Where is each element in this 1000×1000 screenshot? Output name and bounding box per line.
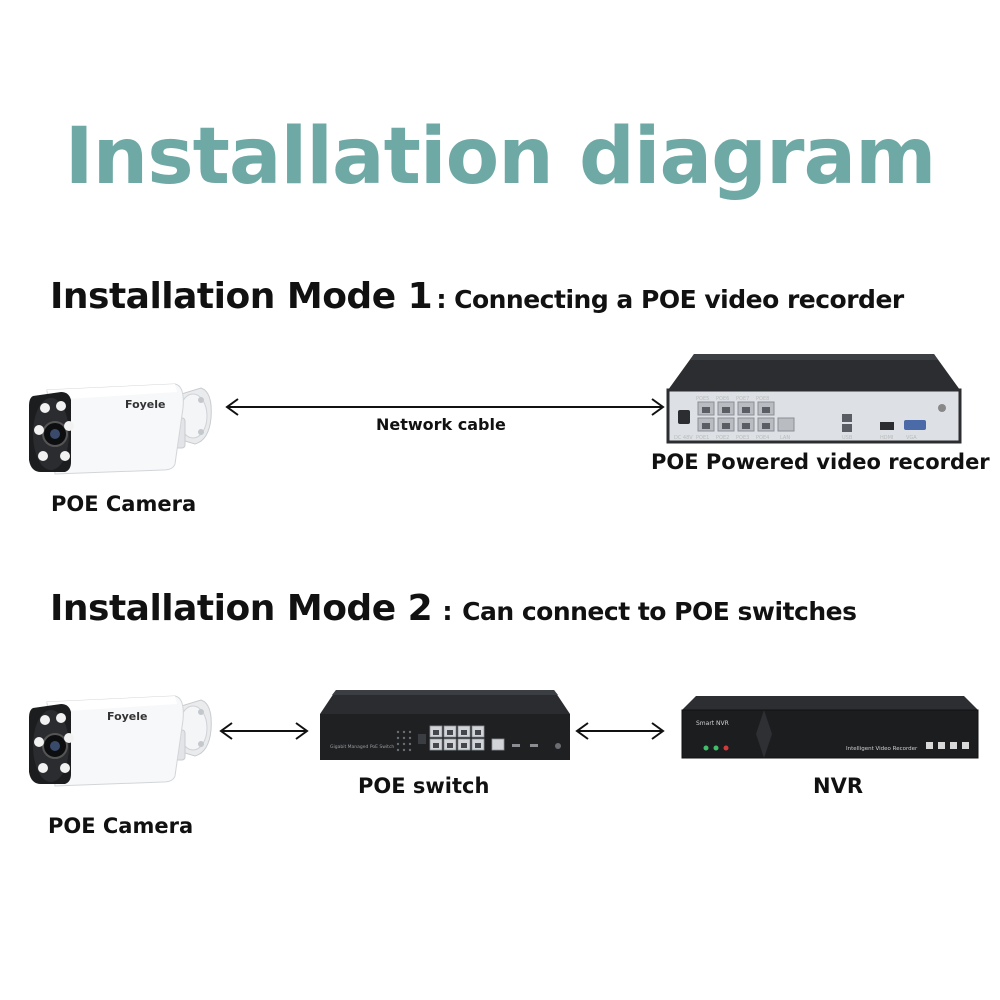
network-cable-label: Network cable [376, 415, 506, 434]
mode1-heading: Installation Mode 1:Connecting a POE vid… [50, 276, 904, 317]
nvr-icon: Smart NVR Intelligent Video Recorder [681, 696, 979, 759]
nvr-io-vga: VGA [906, 435, 917, 441]
mode1-separator: : [436, 285, 447, 315]
nvr-port-top-3: POE7 [736, 396, 749, 402]
poe-switch-icon: Gigabit Managed PoE Switch [320, 690, 570, 760]
poe-recorder-label: POE Powered video recorder [651, 450, 990, 474]
mode2-heading: Installation Mode 2: Can connect to POE s… [50, 588, 857, 629]
nvr-brand: Smart NVR [696, 720, 729, 727]
nvr-io-hdmi: HDMI [880, 435, 893, 441]
double-arrow-icon [575, 722, 665, 740]
nvr-io-dc: DC 48V [674, 435, 693, 441]
nvr-port-top-4: POE8 [756, 396, 769, 402]
nvr-port-top-2: POE6 [716, 396, 729, 402]
mode2-heading-text: Installation Mode 2 [50, 588, 433, 629]
double-arrow-icon [225, 398, 665, 416]
poe-nvr-icon: POE5 POE6 POE7 POE8 POE1 POE2 POE3 POE4 … [666, 354, 962, 444]
mode1-subtitle: Connecting a POE video recorder [454, 285, 904, 314]
double-arrow-icon [219, 722, 309, 740]
mode2-subtitle: Can connect to POE switches [462, 597, 857, 626]
nvr-label: NVR [813, 774, 863, 798]
mode2-separator: : [442, 597, 453, 627]
camera-brand: Foyele [125, 398, 166, 411]
page-title: Installation diagram [64, 112, 937, 202]
mode2-camera-label: POE Camera [48, 814, 194, 838]
nvr-port-bottom-3: POE3 [736, 435, 749, 441]
nvr-port-bottom-4: POE4 [756, 435, 769, 441]
nvr-io-usb: USB [842, 435, 853, 441]
nvr-panel-text: Intelligent Video Recorder [846, 746, 918, 752]
camera-brand: Foyele [107, 710, 148, 723]
poe-switch-label: POE switch [358, 774, 490, 798]
nvr-port-top-1: POE5 [696, 396, 709, 402]
nvr-io-lan: LAN [780, 435, 790, 441]
switch-panel-text: Gigabit Managed PoE Switch [330, 744, 394, 750]
bullet-camera-icon: Foyele [29, 695, 212, 787]
bullet-camera-icon: Foyele [29, 383, 212, 475]
nvr-port-bottom-1: POE1 [696, 435, 709, 441]
mode1-camera-label: POE Camera [51, 492, 197, 516]
mode1-heading-text: Installation Mode 1 [50, 276, 433, 317]
nvr-port-bottom-2: POE2 [716, 435, 729, 441]
